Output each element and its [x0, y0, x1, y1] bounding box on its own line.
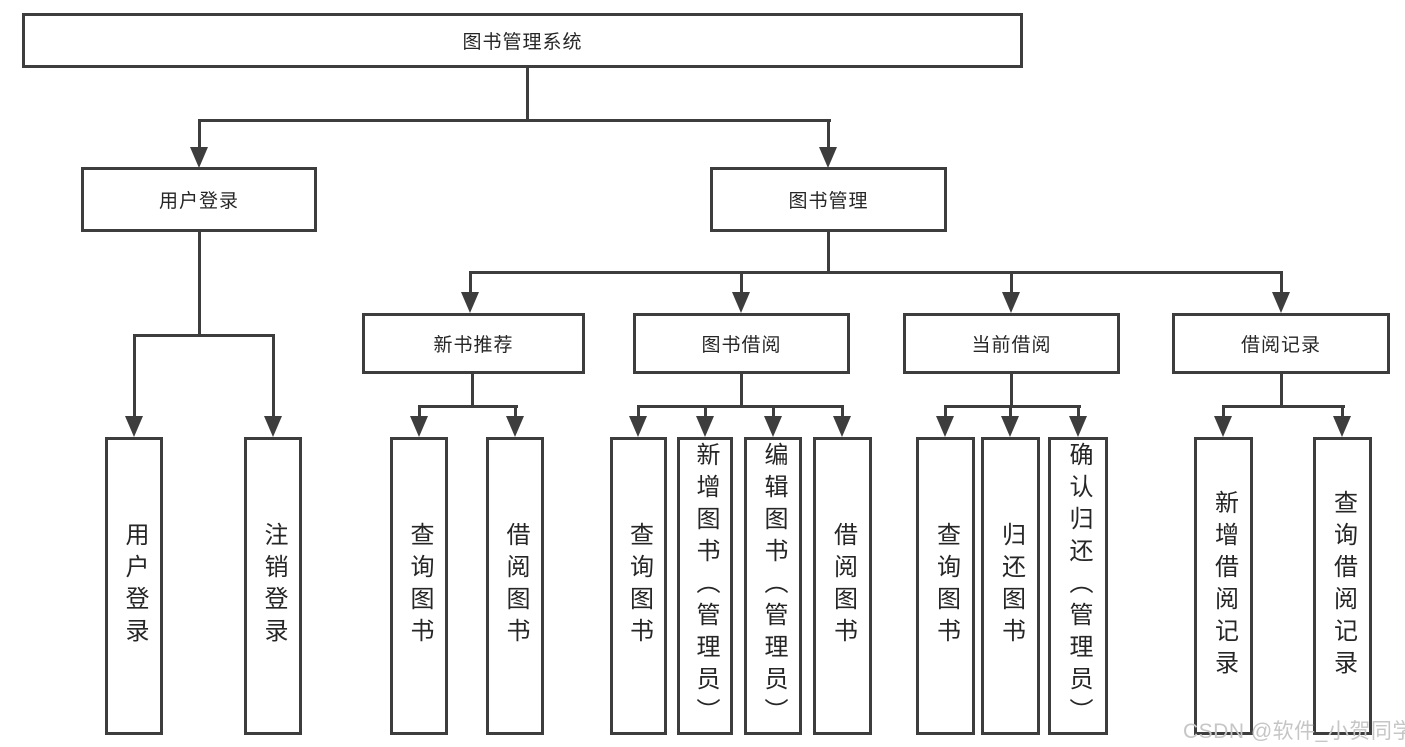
leaf-add-borrow-record: 新增借阅记录 [1194, 437, 1253, 735]
arrow-down-icon [819, 147, 837, 168]
node-label: 借阅图书 [502, 522, 529, 650]
node-label: 查询图书 [406, 522, 433, 650]
connector-line [740, 374, 743, 408]
connector-line [704, 405, 707, 419]
arrow-down-icon [264, 416, 282, 437]
node-label: 查询图书 [932, 522, 960, 650]
arrow-down-icon [1214, 416, 1232, 437]
connector-line [471, 374, 474, 408]
node-book-management: 图书管理 [710, 167, 947, 232]
node-label: 新增借阅记录 [1210, 490, 1238, 682]
connector-line [944, 405, 1081, 408]
arrow-down-icon [190, 147, 208, 168]
node-new-book-recommend: 新书推荐 [362, 313, 585, 374]
csdn-watermark: CSDN @软件_小贺同学 [1183, 720, 1405, 743]
leaf-logout: 注销登录 [244, 437, 302, 735]
node-label: 当前借阅 [971, 335, 1052, 356]
connector-line [1010, 271, 1013, 295]
node-label: 图书借阅 [701, 335, 782, 356]
arrow-down-icon [125, 416, 143, 437]
connector-line [740, 271, 743, 295]
node-label: 查询借阅记录 [1329, 490, 1357, 682]
leaf-borrow-books-recommend: 借阅图书 [486, 437, 544, 735]
arrow-down-icon [1272, 292, 1290, 313]
connector-line [637, 405, 640, 419]
leaf-user-login: 用户登录 [105, 437, 163, 735]
connector-line [133, 334, 274, 337]
leaf-query-books-recommend: 查询图书 [390, 437, 448, 735]
leaf-query-books-borrowing: 查询图书 [610, 437, 667, 735]
connector-line [772, 405, 775, 419]
node-label: 图书管理系统 [462, 32, 583, 53]
leaf-query-books-current: 查询图书 [916, 437, 975, 735]
arrow-down-icon [936, 416, 954, 437]
connector-line [1010, 374, 1013, 408]
connector-line [469, 271, 472, 295]
arrow-down-icon [1001, 416, 1019, 437]
connector-line [827, 119, 830, 150]
connector-line [1280, 271, 1283, 295]
connector-line [1341, 405, 1344, 419]
connector-line [841, 405, 844, 419]
node-label: 用户登录 [158, 191, 239, 212]
connector-line [1280, 374, 1283, 408]
leaf-borrow-books-borrowing: 借阅图书 [813, 437, 872, 735]
node-label: 注销登录 [260, 522, 287, 650]
leaf-query-borrow-record: 查询借阅记录 [1313, 437, 1372, 735]
connector-line [272, 334, 275, 419]
node-label: 查询图书 [625, 522, 653, 650]
node-borrowing-records: 借阅记录 [1172, 313, 1390, 374]
node-label: 新书推荐 [433, 335, 514, 356]
connector-line [469, 271, 1283, 274]
arrow-down-icon [732, 292, 750, 313]
connector-line [1222, 405, 1345, 408]
connector-line [418, 405, 518, 408]
node-current-borrowing: 当前借阅 [903, 313, 1120, 374]
arrow-down-icon [410, 416, 428, 437]
arrow-down-icon [506, 416, 524, 437]
arrow-down-icon [833, 416, 851, 437]
leaf-return-books: 归还图书 [981, 437, 1040, 735]
connector-line [133, 334, 136, 419]
node-label: 用户登录 [121, 522, 148, 650]
arrow-down-icon [696, 416, 714, 437]
connector-line [198, 232, 201, 337]
arrow-down-icon [1002, 292, 1020, 313]
leaf-edit-books-admin: 编辑图书（管理员） [744, 437, 802, 735]
node-label: 借阅记录 [1240, 335, 1321, 356]
connector-line [637, 405, 844, 408]
node-label: 编辑图书（管理员） [760, 442, 787, 730]
arrow-down-icon [1069, 416, 1087, 437]
arrow-down-icon [764, 416, 782, 437]
node-label: 归还图书 [997, 522, 1025, 650]
leaf-confirm-return-admin: 确认归还（管理员） [1048, 437, 1108, 735]
connector-line [198, 119, 201, 150]
node-label: 确认归还（管理员） [1065, 442, 1092, 730]
connector-line [418, 405, 421, 419]
arrow-down-icon [629, 416, 647, 437]
arrow-down-icon [1333, 416, 1351, 437]
connector-line [1009, 405, 1012, 419]
leaf-add-books-admin: 新增图书（管理员） [677, 437, 733, 735]
connector-line [526, 68, 529, 121]
connector-line [944, 405, 947, 419]
node-label: 图书管理 [788, 191, 869, 212]
connector-line [1077, 405, 1080, 419]
connector-line [1222, 405, 1225, 419]
connector-line [514, 405, 517, 419]
arrow-down-icon [461, 292, 479, 313]
node-library-management-system: 图书管理系统 [22, 13, 1023, 68]
node-book-borrowing: 图书借阅 [633, 313, 850, 374]
node-user-login: 用户登录 [81, 167, 317, 232]
connector-line [827, 232, 830, 274]
connector-line [198, 119, 831, 122]
node-label: 借阅图书 [829, 522, 857, 650]
node-label: 新增图书（管理员） [692, 442, 719, 730]
